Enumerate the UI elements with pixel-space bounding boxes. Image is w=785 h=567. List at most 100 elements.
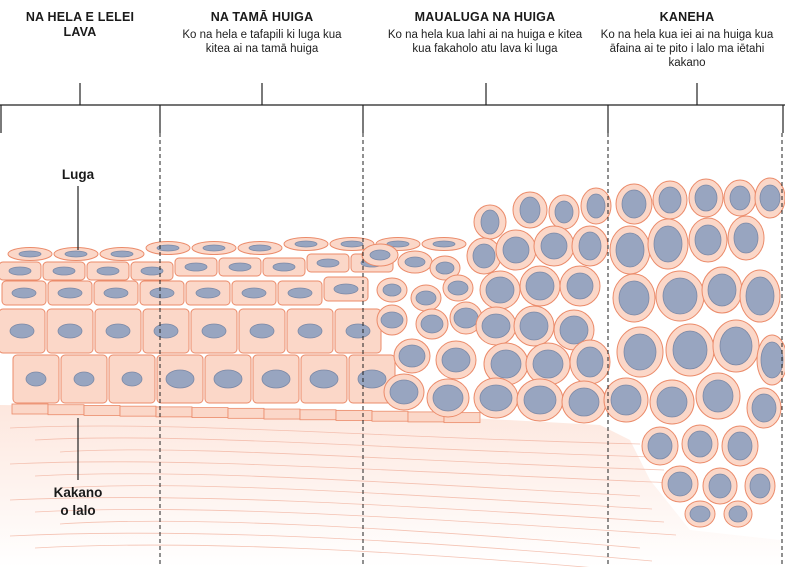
epithelial-cell: [109, 355, 155, 403]
cell-nucleus: [405, 257, 425, 267]
epithelial-cell: [613, 274, 655, 322]
cell-nucleus: [433, 385, 463, 411]
cell-nucleus: [708, 274, 736, 306]
cell-nucleus: [555, 201, 573, 223]
label-underlying-tissue: Kakano o lalo: [28, 484, 128, 520]
cell-nucleus: [9, 267, 31, 275]
cell-nucleus: [622, 190, 646, 218]
cell-nucleus: [659, 187, 681, 213]
epithelial-cell: [278, 281, 322, 305]
epithelial-cell: [0, 309, 45, 353]
cell-nucleus: [214, 370, 242, 388]
cell-nucleus: [334, 284, 358, 294]
cell-nucleus: [185, 263, 207, 271]
epithelial-cell: [186, 281, 230, 305]
epithelial-cell: [702, 267, 742, 313]
epithelial-cell: [728, 216, 764, 260]
epithelial-cell: [301, 355, 347, 403]
epithelial-cell: [2, 281, 46, 305]
cell-nucleus: [491, 350, 521, 378]
column-header-mild: NA TAMĀ HUIGA Ko na hela e tafapili ki l…: [178, 10, 346, 56]
cell-nucleus: [611, 385, 641, 415]
cell-nucleus: [709, 474, 731, 498]
epithelial-cell: [480, 271, 520, 309]
cell-nucleus: [196, 288, 220, 298]
column-title-normal: NA HELA E LELEI LAVA: [20, 10, 140, 40]
epithelial-cell: [232, 281, 276, 305]
epithelial-cell: [192, 242, 236, 255]
epithelial-cell: [427, 379, 469, 417]
cell-nucleus: [587, 194, 605, 218]
basement-membrane-cell: [48, 405, 84, 415]
cell-nucleus: [53, 267, 75, 275]
cell-nucleus: [746, 277, 774, 315]
epithelial-cell: [335, 309, 381, 353]
cell-nucleus: [663, 278, 697, 314]
cell-nucleus: [433, 241, 455, 247]
cell-nucleus: [262, 370, 290, 388]
column-title-cancer: KANEHA: [594, 10, 780, 25]
cell-nucleus: [569, 388, 599, 416]
cell-nucleus: [619, 281, 649, 315]
epithelial-cell: [263, 258, 305, 276]
column-header-cancer: KANEHA Ko na hela kua iei ai na huiga ku…: [594, 10, 780, 70]
cell-nucleus: [734, 223, 758, 253]
epithelial-cell: [43, 262, 85, 280]
column-desc-cancer: Ko na hela kua iei ai na huiga kua āfain…: [594, 28, 780, 70]
epithelial-cell: [140, 281, 184, 305]
cell-nucleus: [310, 370, 338, 388]
basement-membrane-cell: [264, 409, 300, 419]
cell-nucleus: [26, 372, 46, 386]
epithelial-cell: [307, 254, 349, 272]
epithelial-cell: [253, 355, 299, 403]
cell-nucleus: [242, 288, 266, 298]
epithelial-cell: [662, 466, 698, 502]
cell-nucleus: [520, 197, 540, 223]
label-underlying-line2: o lalo: [28, 502, 128, 520]
epithelial-cell: [175, 258, 217, 276]
label-underlying-line1: Kakano: [28, 484, 128, 502]
cell-nucleus: [421, 315, 443, 333]
epithelial-cell: [534, 226, 574, 266]
cell-nucleus: [454, 308, 478, 328]
epithelial-cell: [362, 244, 398, 266]
cell-nucleus: [12, 288, 36, 298]
epithelial-cell: [436, 341, 476, 379]
epithelial-cell: [703, 468, 737, 504]
basement-membrane-cell: [228, 408, 264, 418]
cell-nucleus: [436, 262, 454, 274]
cell-nucleus: [482, 314, 510, 338]
epithelial-cell: [47, 309, 93, 353]
epithelial-cell: [696, 373, 740, 419]
cell-nucleus: [541, 233, 567, 259]
epithelial-cell: [757, 335, 785, 385]
column-header-normal: NA HELA E LELEI LAVA: [20, 10, 140, 40]
epithelial-cell: [131, 262, 173, 280]
epithelial-cell: [682, 425, 718, 463]
cell-nucleus: [358, 370, 386, 388]
cell-nucleus: [560, 316, 588, 344]
epithelial-cell: [394, 339, 430, 373]
cell-nucleus: [503, 237, 529, 263]
epithelial-cell: [287, 309, 333, 353]
basement-membrane-cell: [300, 410, 336, 420]
cell-nucleus: [341, 241, 363, 247]
epithelial-cell: [416, 309, 448, 339]
epithelial-cell: [526, 343, 570, 385]
cell-nucleus: [298, 324, 322, 338]
cell-nucleus: [111, 251, 133, 257]
column-title-severe: MAUALUGA NA HUIGA: [385, 10, 585, 25]
cell-nucleus: [442, 348, 470, 372]
epithelial-cell: [384, 374, 424, 410]
column-desc-mild: Ko na hela e tafapili ki luga kua kitea …: [178, 28, 346, 56]
cell-nucleus: [150, 288, 174, 298]
cell-nucleus: [624, 334, 656, 370]
epithelial-cell: [496, 230, 536, 270]
basement-membrane-cell: [120, 406, 156, 416]
epithelial-cell: [514, 306, 554, 346]
epithelial-cell: [398, 251, 432, 273]
cell-nucleus: [728, 432, 752, 460]
epithelial-cell: [146, 242, 190, 255]
